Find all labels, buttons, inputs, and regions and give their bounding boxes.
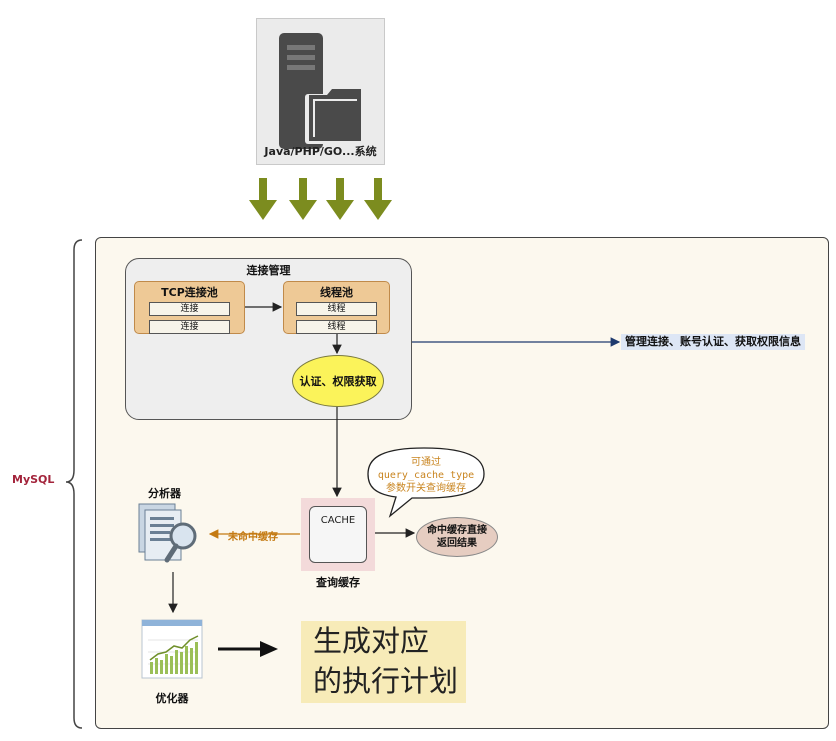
green-arrow-3 bbox=[326, 178, 354, 220]
query-cache-label: 查询缓存 bbox=[316, 576, 360, 589]
thread-pool: 线程池 线程 线程 bbox=[283, 281, 390, 334]
thread-pool-slot-2: 线程 bbox=[296, 320, 377, 334]
mysql-label: MySQL bbox=[12, 473, 55, 486]
green-arrow-2 bbox=[289, 178, 317, 220]
connection-management-note: 管理连接、账号认证、获取权限信息 bbox=[621, 334, 805, 350]
server-folder-icon bbox=[279, 33, 365, 149]
plan-line-2: 的执行计划 bbox=[313, 664, 459, 698]
client-system-box bbox=[256, 18, 385, 165]
cache-hit-line-2: 返回结果 bbox=[437, 538, 477, 549]
plan-line-1: 生成对应 bbox=[313, 624, 430, 658]
thread-pool-title: 线程池 bbox=[320, 286, 353, 299]
execution-plan-box: 生成对应 的执行计划 bbox=[301, 621, 466, 703]
analyzer-label: 分析器 bbox=[148, 487, 181, 500]
optimizer-label: 优化器 bbox=[155, 692, 189, 705]
cache-note-line-1: 可通过 bbox=[411, 457, 441, 468]
auth-permission-node: 认证、权限获取 bbox=[292, 355, 384, 407]
cache-note-line-3: 参数开关查询缓存 bbox=[386, 483, 466, 494]
thread-pool-slot-1: 线程 bbox=[296, 302, 377, 316]
cache-note-text: 可通过 query_cache_type 参数开关查询缓存 bbox=[372, 456, 480, 495]
tcp-connection-pool: TCP连接池 连接 连接 bbox=[134, 281, 245, 334]
client-system-label: Java/PHP/GO...系统 bbox=[264, 145, 377, 158]
green-arrow-4 bbox=[364, 178, 392, 220]
cache-note-bubble bbox=[367, 447, 485, 518]
cache-hit-node: 命中缓存直接 返回结果 bbox=[416, 517, 498, 557]
mysql-brace bbox=[65, 239, 83, 729]
tcp-pool-slot-1: 连接 bbox=[149, 302, 230, 316]
cache-miss-label: 未命中缓存 bbox=[228, 532, 278, 543]
cache-hit-line-1: 命中缓存直接 bbox=[427, 525, 487, 536]
analyzer-icon bbox=[138, 503, 197, 563]
connection-management-title: 连接管理 bbox=[246, 264, 291, 277]
cache-icon: CACHE bbox=[309, 506, 367, 563]
request-arrows bbox=[249, 178, 392, 220]
tcp-pool-slot-2: 连接 bbox=[149, 320, 230, 334]
optimizer-icon bbox=[141, 619, 203, 679]
tcp-pool-title: TCP连接池 bbox=[161, 286, 218, 299]
green-arrow-1 bbox=[249, 178, 277, 220]
cache-note-line-2: query_cache_type bbox=[377, 470, 475, 481]
